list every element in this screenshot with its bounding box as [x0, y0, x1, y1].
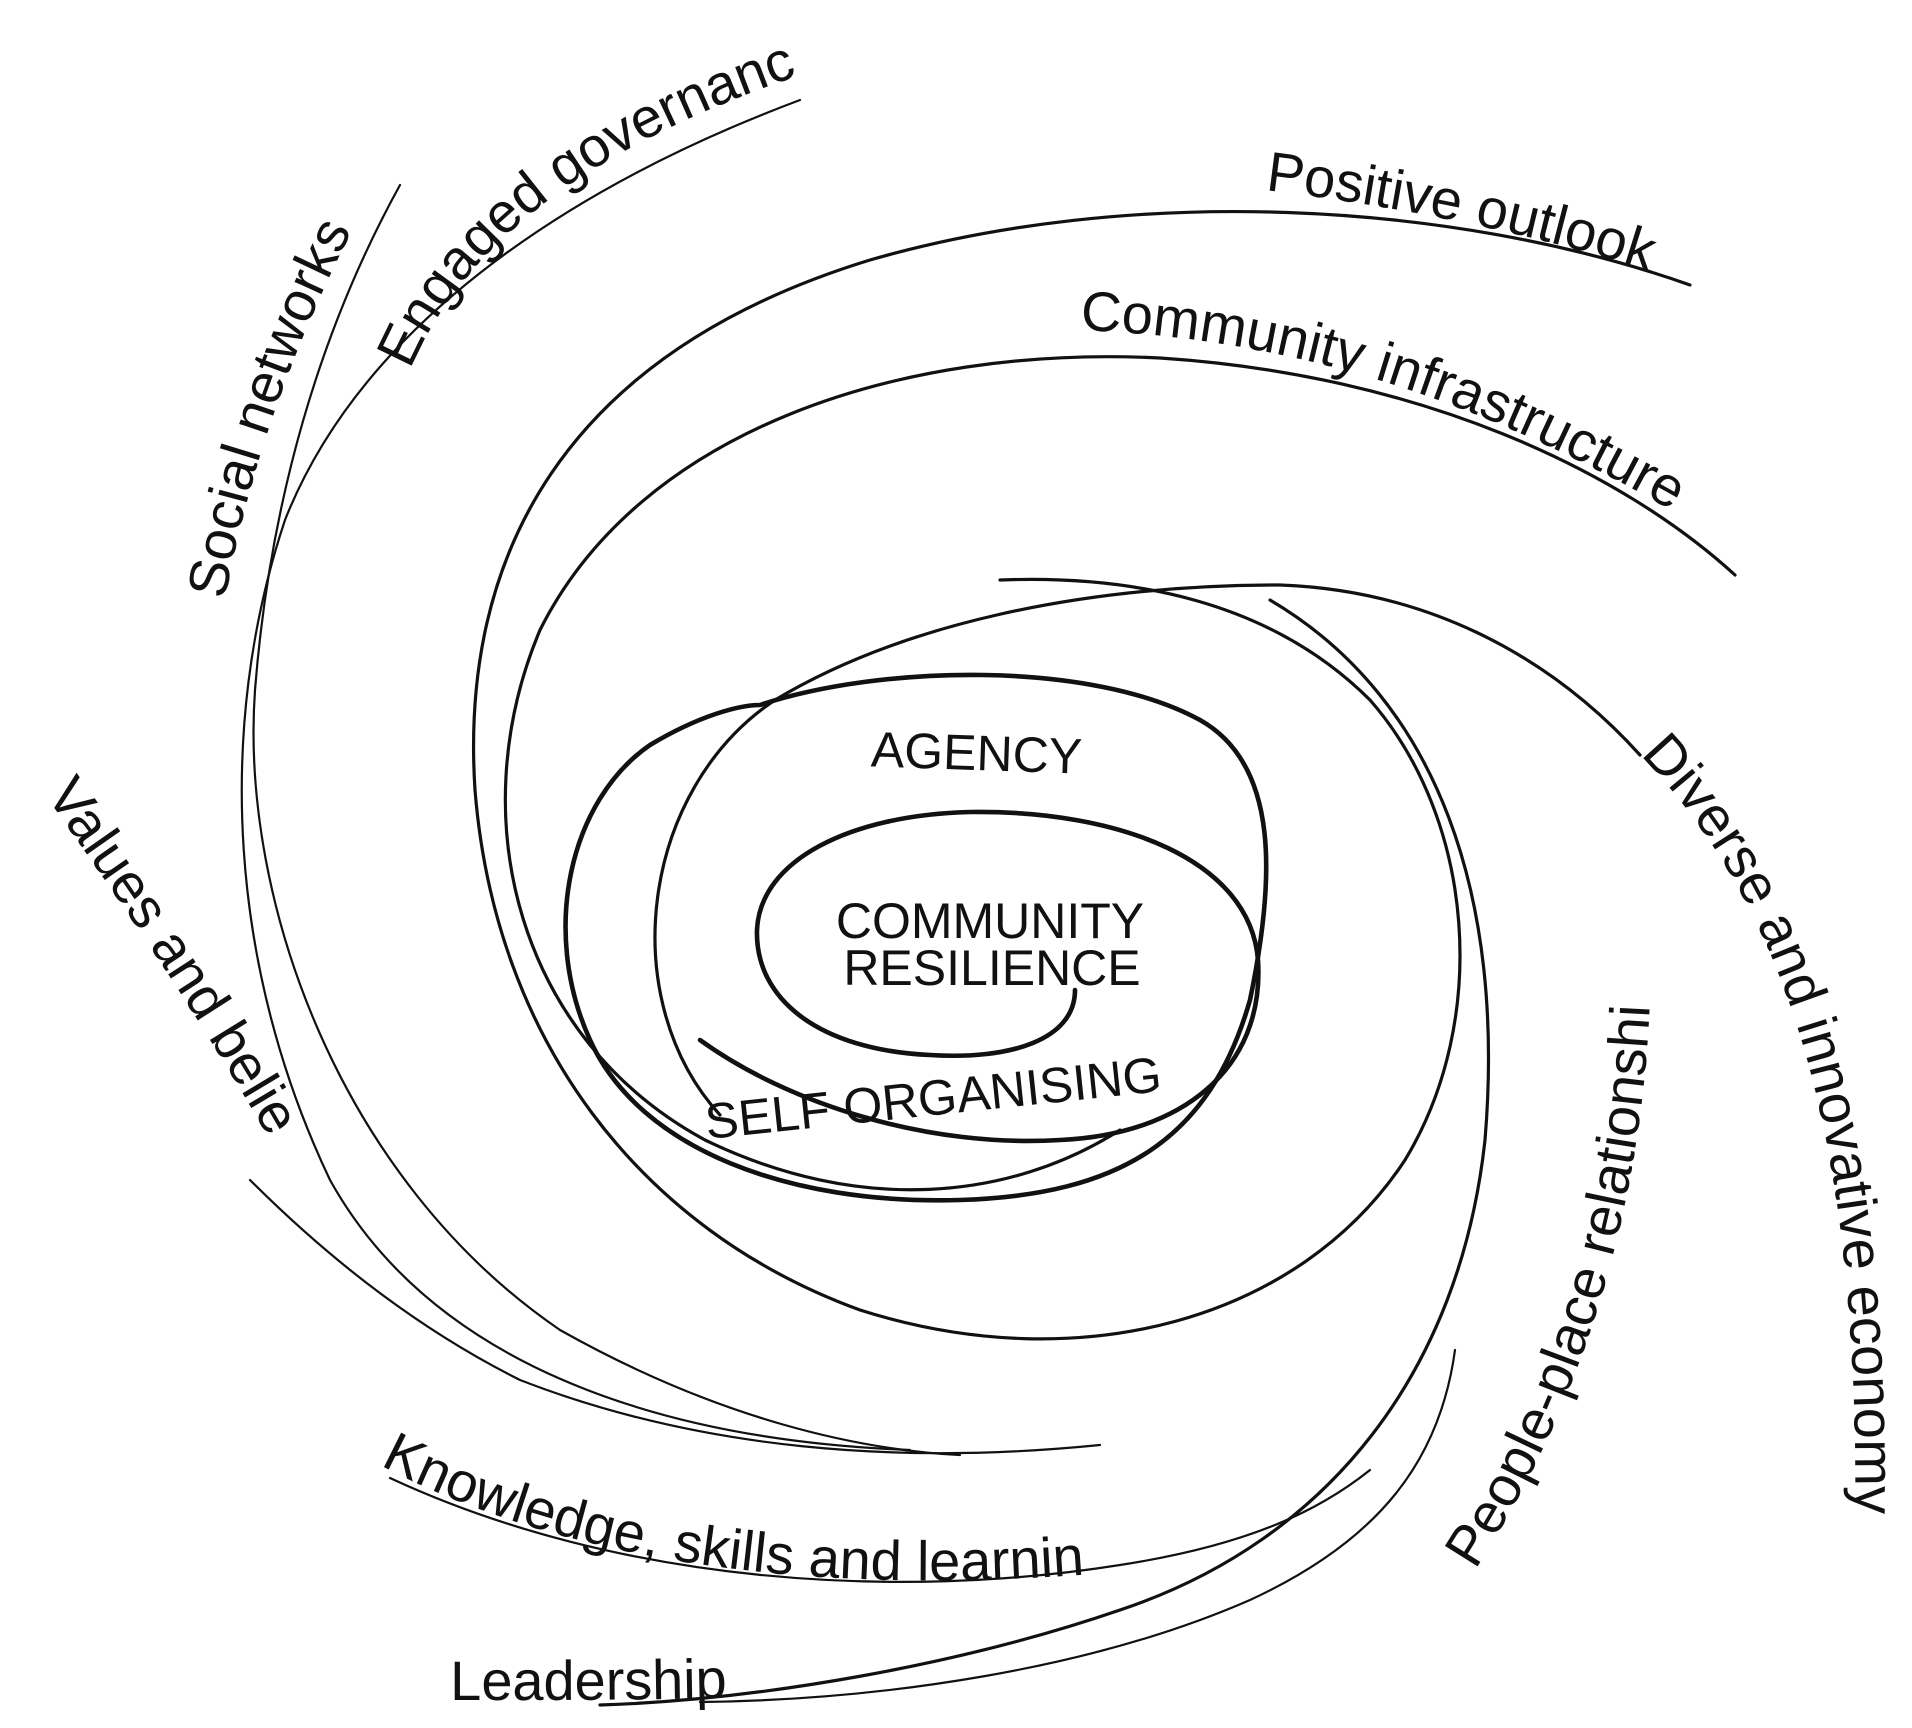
arm-people-place-relationships	[598, 598, 1491, 1707]
label-positive-outlook: Positive outlook	[1264, 139, 1665, 282]
label-community-infrastructure: Community infrastructure	[1079, 279, 1697, 521]
arm-engaged-governance	[240, 98, 912, 1452]
label-positive-outlook-path: Positive outlook	[1264, 139, 1665, 282]
label-leadership: Leadership	[450, 1647, 727, 1712]
label-people-place-relationships: People-place relationships	[0, 0, 1662, 1577]
ring-community-resilience	[697, 809, 1261, 1144]
label-people-place-relationships-path: People-place relationships	[0, 0, 1662, 1577]
core-agency-label: AGENCY	[870, 721, 1083, 784]
label-community-infrastructure-path: Community infrastructure	[1079, 279, 1697, 521]
core-center-line2: RESILIENCE	[843, 940, 1140, 996]
label-engaged-governance-path: Engaged governance	[0, 0, 802, 375]
arm-social-networks	[252, 183, 962, 1457]
ring-agency	[563, 672, 1269, 1203]
core-center-line1: COMMUNITY	[836, 893, 1144, 949]
label-values-and-beliefs: Values and beliefs	[0, 0, 313, 1144]
arm-leadership	[698, 1348, 1457, 1704]
label-knowledge-skills-and-learning-path: Knowledge, skills and learning	[0, 0, 1086, 1592]
label-social-networks-path: Social networks	[175, 208, 363, 603]
label-knowledge-skills-and-learning: Knowledge, skills and learning	[0, 0, 1086, 1592]
arm-positive-outlook	[471, 209, 1692, 1341]
arm-diverse-and-innovative-economy	[653, 583, 1642, 1117]
arm-knowledge-skills-and-learning	[388, 1468, 1372, 1583]
arm-community-infrastructure	[503, 355, 1737, 1192]
label-diverse-and-innovative-economy-path: Diverse and innovative economy	[1631, 721, 1906, 1515]
label-values-and-beliefs-path: Values and beliefs	[0, 0, 313, 1144]
label-diverse-and-innovative-economy: Diverse and innovative economy	[1631, 721, 1906, 1515]
arm-values-and-beliefs	[248, 1178, 1102, 1455]
label-leadership-path: Leadership	[450, 1647, 727, 1712]
label-social-networks: Social networks	[175, 208, 363, 603]
label-engaged-governance: Engaged governance	[0, 0, 802, 375]
